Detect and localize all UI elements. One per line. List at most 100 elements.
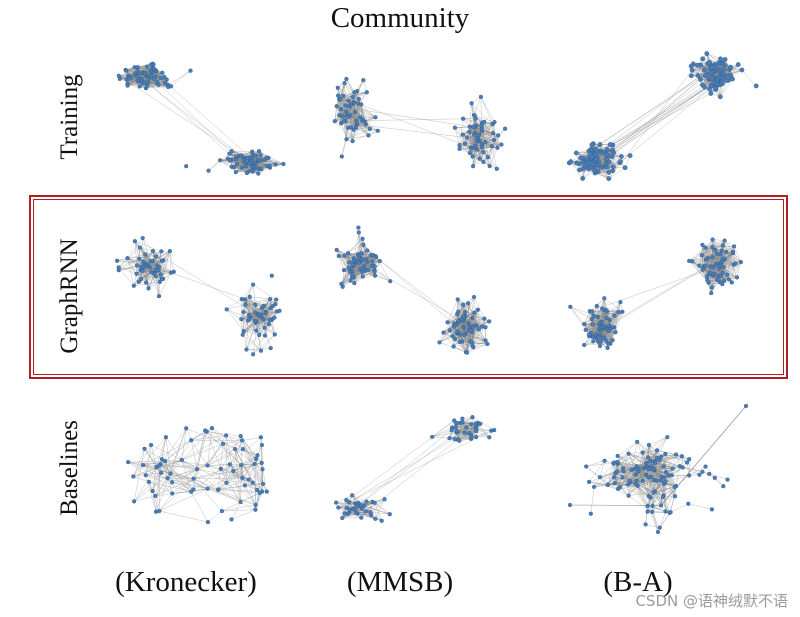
- graph-edge: [127, 258, 135, 286]
- graph-edge: [482, 146, 498, 148]
- graph-edge: [362, 238, 367, 260]
- graph-edge: [158, 281, 161, 297]
- graph-edge: [118, 267, 137, 275]
- graph-edge: [375, 275, 391, 282]
- graph-edge: [468, 318, 485, 324]
- graph-edge: [356, 124, 467, 138]
- graph-edge: [258, 150, 284, 165]
- graph-edge: [241, 299, 243, 320]
- graph-edge: [706, 53, 721, 60]
- graph-edge: [118, 258, 140, 268]
- graph-edge: [258, 167, 271, 174]
- graph-edge: [245, 284, 254, 305]
- graph-edge: [245, 304, 256, 322]
- graph-edge: [243, 311, 257, 331]
- graph-edge: [136, 273, 160, 283]
- graph-edge: [491, 146, 498, 169]
- graph-edge: [343, 121, 347, 140]
- graph-edge: [341, 127, 349, 157]
- graph-edge: [471, 103, 493, 125]
- graph-edge: [269, 319, 276, 335]
- graph-edge: [353, 129, 378, 132]
- graph-edge: [127, 257, 144, 263]
- graph-edge: [741, 69, 757, 87]
- graph-edge: [118, 258, 140, 271]
- graph-edge: [243, 320, 255, 332]
- graph-edge: [473, 96, 482, 116]
- graph-edge: [348, 106, 355, 130]
- graph-edge: [720, 80, 728, 97]
- graph-edge: [167, 70, 191, 86]
- graph-edge: [142, 250, 154, 262]
- graph-edge: [229, 160, 248, 174]
- graph-edge: [226, 309, 244, 332]
- graph-edge: [469, 131, 476, 146]
- graph-edge: [474, 115, 495, 123]
- graph-edge: [242, 319, 264, 336]
- graph-edge: [161, 251, 171, 279]
- graph-edge: [136, 273, 164, 280]
- graph-edge: [346, 128, 371, 140]
- graph-edge: [241, 284, 254, 300]
- graph-edge: [252, 284, 256, 305]
- graph-edge: [608, 167, 626, 179]
- graph-edge: [352, 119, 364, 142]
- graph-edge: [489, 147, 498, 167]
- graph-edge: [139, 247, 154, 252]
- graph-edge: [475, 144, 502, 147]
- graph-edge: [246, 321, 257, 350]
- graph-edge: [462, 134, 472, 148]
- graph-edge: [492, 132, 502, 145]
- graph-edge: [160, 251, 171, 275]
- graph-edge: [134, 241, 144, 262]
- graph-edge: [454, 127, 472, 149]
- graph-edge: [345, 117, 361, 121]
- graph-edge: [336, 249, 345, 271]
- graph-edge: [259, 319, 264, 336]
- graph-edge: [336, 249, 350, 268]
- graph-edge: [357, 103, 471, 148]
- graph-edge: [480, 96, 495, 123]
- graph-edge: [264, 327, 271, 349]
- graph-edge: [245, 298, 271, 305]
- graph-edge: [337, 87, 353, 98]
- graph-edge: [118, 267, 134, 286]
- graph-edge: [243, 306, 273, 313]
- graph-edge: [260, 334, 275, 351]
- graph-edge: [454, 339, 468, 353]
- graph-edge: [358, 232, 362, 254]
- graph-edge: [158, 272, 172, 297]
- graph-edge: [454, 127, 460, 146]
- graph-edge: [357, 232, 360, 255]
- graph-edge: [467, 303, 477, 326]
- graph-edge: [245, 284, 254, 300]
- graph-edge: [471, 103, 482, 127]
- graph-edge: [127, 258, 137, 274]
- graph-edge: [252, 330, 257, 355]
- graph-edge: [343, 103, 358, 122]
- graph-edge: [169, 251, 175, 272]
- graph-edge: [439, 334, 461, 343]
- graph-edge: [141, 79, 158, 83]
- graph-edge: [594, 67, 712, 156]
- graph-edge: [374, 261, 381, 276]
- graph-edge: [350, 127, 353, 142]
- graph-edge: [347, 238, 363, 254]
- graph-edge: [472, 156, 489, 167]
- graph-edge: [346, 78, 359, 104]
- graph-edge: [246, 347, 271, 350]
- graph-edge: [219, 160, 237, 173]
- graph-edge: [465, 340, 486, 353]
- graph-edge: [339, 106, 350, 116]
- graph-edge: [252, 334, 275, 355]
- graph-edge: [691, 63, 709, 76]
- graph-edge: [588, 67, 717, 152]
- graph-edge: [157, 81, 237, 158]
- graph-edge: [365, 124, 378, 132]
- graph-edge: [260, 154, 284, 165]
- graph-edge: [472, 343, 488, 345]
- figure-title: Community: [330, 2, 470, 34]
- graph-edge: [141, 79, 242, 156]
- graph-edge: [256, 319, 271, 331]
- graph-edge: [341, 139, 347, 157]
